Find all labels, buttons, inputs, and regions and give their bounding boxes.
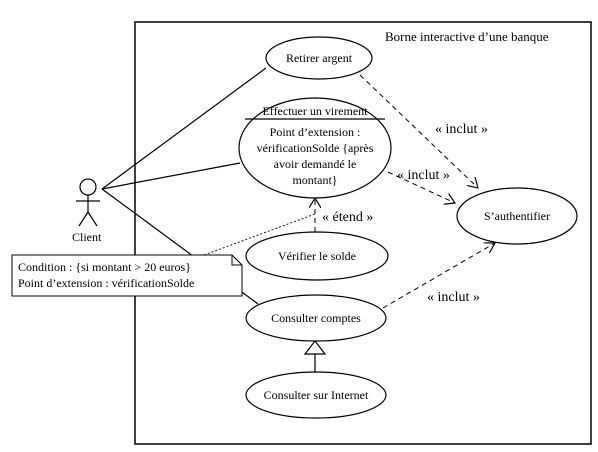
generalization-arrow: [303, 340, 327, 355]
include-label-3: « inclut »: [427, 290, 480, 305]
include-virement-auth: [387, 171, 455, 203]
usecase-consulter-comptes: [245, 294, 387, 342]
include-consulter-auth: [382, 243, 495, 309]
actor-client: [76, 178, 100, 227]
actor-label: Client: [72, 230, 102, 244]
extension-point-line-2: vérificationSolde {après: [257, 141, 374, 155]
include-retirer-auth: [359, 74, 478, 188]
usecase-verifier-solde: [245, 231, 389, 281]
usecase-virement-label: Effectuer un virement: [262, 104, 368, 118]
usecase-consulter-internet: [245, 371, 387, 419]
usecase-retirer-argent: [265, 36, 373, 80]
extend-label: « étend »: [322, 210, 373, 225]
note-extension-line: Point d’extension : vérificationSolde: [18, 276, 194, 290]
usecase-effectuer-virement: [238, 97, 392, 199]
usecase-authentifier: [456, 187, 578, 245]
extension-point-line-3: avoir demandé le: [274, 157, 357, 171]
usecase-retirer-label: Retirer argent: [286, 51, 353, 65]
extension-point-line-4: montant}: [292, 173, 337, 187]
extension-point-line-1: Point d’extension :: [270, 125, 361, 139]
include-label-2: « inclut »: [397, 168, 450, 183]
assoc-virement: [101, 162, 241, 190]
usecase-internet-label: Consulter sur Internet: [264, 388, 369, 402]
usecase-authentifier-label: S’authentifier: [484, 209, 550, 223]
usecase-consulter-label: Consulter comptes: [271, 311, 361, 325]
system-title: Borne interactive d’une banque: [385, 29, 549, 44]
include-label-1: « inclut »: [435, 122, 488, 137]
assoc-retirer: [101, 67, 267, 190]
note-condition-line: Condition : {si montant > 20 euros}: [18, 260, 191, 274]
condition-note: [11, 254, 243, 297]
usecase-verifier-label: Vérifier le solde: [278, 249, 356, 263]
